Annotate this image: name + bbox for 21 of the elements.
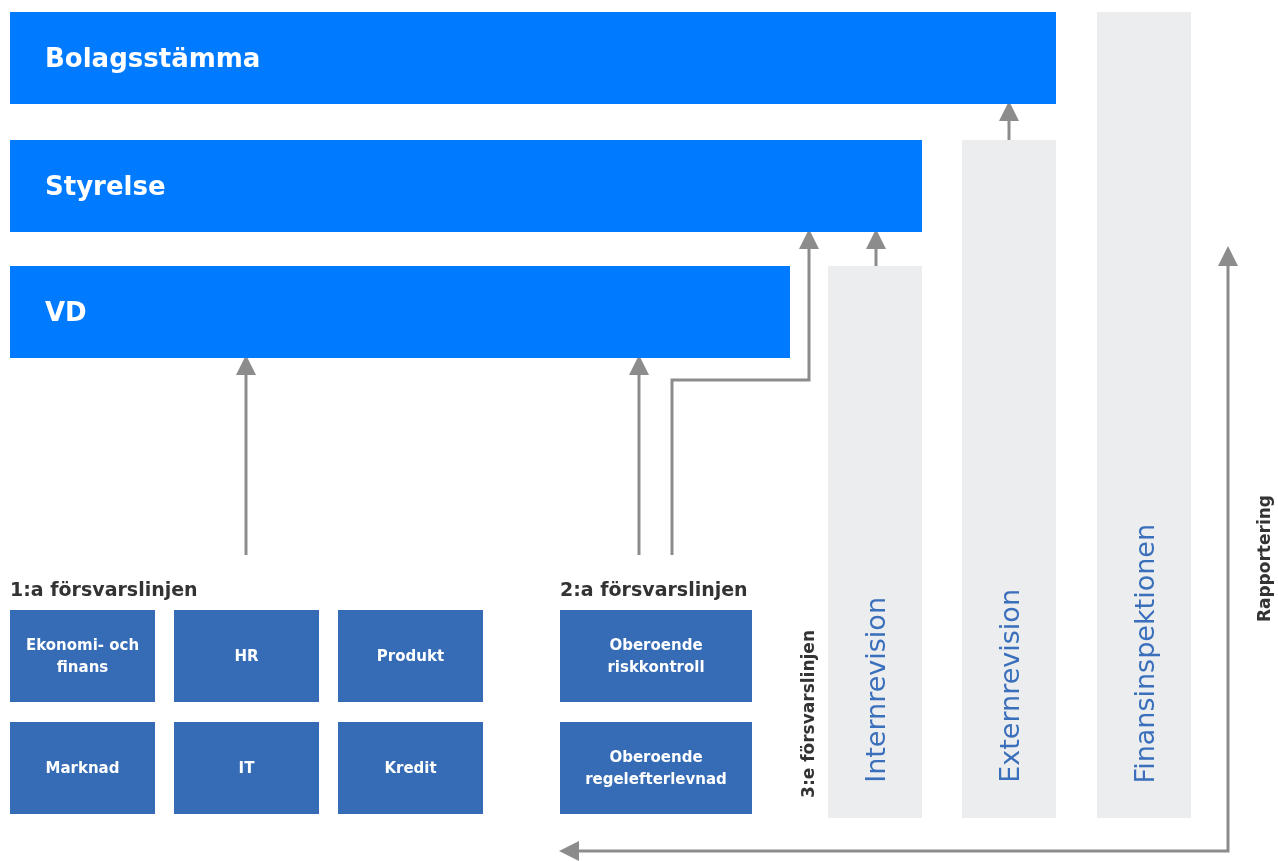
rotated-label: 3:e försvarslinjen xyxy=(798,630,818,798)
unit-box: Oberoende riskkontroll xyxy=(560,610,752,702)
audit-bar xyxy=(962,140,1056,818)
unit-box: Produkt xyxy=(338,610,483,702)
unit-box: Kredit xyxy=(338,722,483,814)
arrow xyxy=(559,246,1238,861)
unit-box: Ekonomi- och finans xyxy=(10,610,155,702)
board-band: VD xyxy=(10,266,790,358)
bar-label: Externrevision xyxy=(993,589,1025,783)
bar-label: Internrevision xyxy=(859,597,891,783)
unit-box: IT xyxy=(174,722,319,814)
unit-box: Marknad xyxy=(10,722,155,814)
audit-bar xyxy=(828,266,922,818)
unit-box: HR xyxy=(174,610,319,702)
group-heading: 2:a försvarslinjen xyxy=(560,578,748,600)
bar-label: Finansinspektionen xyxy=(1128,523,1160,783)
board-band: Bolagsstämma xyxy=(10,12,1056,104)
rotated-label: Rapportering xyxy=(1254,495,1274,623)
group-heading: 1:a försvarslinjen xyxy=(10,578,198,600)
board-band: Styrelse xyxy=(10,140,922,232)
unit-box: Oberoende regelefterlevnad xyxy=(560,722,752,814)
